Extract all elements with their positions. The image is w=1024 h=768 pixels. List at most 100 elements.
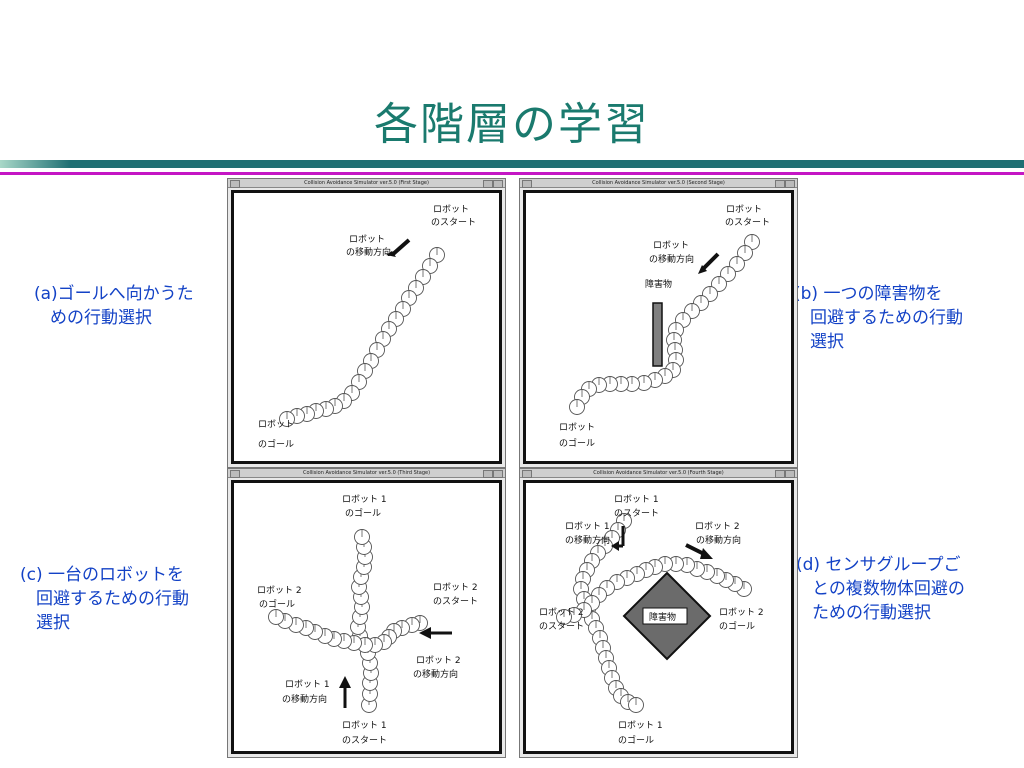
label-obstacle: 障害物	[649, 611, 676, 623]
label-robot: ロボット	[653, 240, 689, 251]
label-start: のスタート	[431, 217, 476, 228]
window-maximize-button[interactable]	[493, 180, 503, 188]
label-start: のスタート	[725, 217, 770, 228]
window-titlebar: Collision Avoidance Simulator ver.5.0 (T…	[228, 469, 505, 478]
simulator-window-third: Collision Avoidance Simulator ver.5.0 (T…	[227, 468, 506, 758]
label-robot2: ロボット 2	[416, 655, 461, 666]
window-maximize-button[interactable]	[493, 470, 503, 478]
window-minimize-button[interactable]	[483, 180, 493, 188]
simulation-canvas: 障害物 ロボット 1 のスタート ロボット 1 の移動方向 ロボット 2 の移動…	[523, 480, 794, 754]
label-goal: のゴール	[345, 507, 381, 519]
caption-d: (d) センサグループご との複数物体回避の ための行動選択	[796, 553, 965, 625]
label-robot1: ロボット 1	[614, 494, 659, 505]
window-title: Collision Avoidance Simulator ver.5.0 (T…	[302, 470, 431, 476]
label-goal: のゴール	[258, 438, 294, 450]
title-underline-cap	[0, 160, 70, 168]
robot-trajectory	[279, 247, 445, 427]
window-minimize-button[interactable]	[483, 470, 493, 478]
caption-c: (c) 一台のロボットを 回避するための行動 選択	[20, 563, 189, 635]
label-robot2: ロボット 2	[695, 521, 740, 532]
label-obstacle: 障害物	[645, 278, 672, 290]
label-start: のスタート	[433, 596, 478, 607]
label-robot2: ロボット 2	[539, 607, 584, 618]
arrow-icon	[700, 252, 720, 272]
window-title: Collision Avoidance Simulator ver.5.0 (F…	[593, 470, 724, 476]
caption-b: (b) 一つの障害物を 回避するための行動 選択	[794, 282, 963, 354]
window-titlebar: Collision Avoidance Simulator ver.5.0 (S…	[520, 179, 797, 188]
window-title: Collision Avoidance Simulator ver.5.0 (S…	[592, 180, 725, 186]
label-start: のスタート	[539, 621, 584, 632]
label-robot1: ロボット 1	[342, 720, 387, 731]
label-start: のスタート	[614, 508, 659, 519]
label-robot1: ロボット 1	[618, 720, 663, 731]
arrow-icon	[390, 238, 411, 257]
caption-a-line2: めの行動選択	[50, 308, 152, 328]
label-robot1: ロボット 1	[285, 679, 330, 690]
label-robot2: ロボット 2	[433, 582, 478, 593]
label-move-dir: の移動方向	[346, 246, 391, 258]
window-titlebar: Collision Avoidance Simulator ver.5.0 (F…	[520, 469, 797, 478]
arrow-icon	[339, 676, 351, 688]
simulation-drawing: ロボット のスタート ロボット の移動方向 障害物 ロボット のゴール	[559, 204, 770, 449]
title-underline-magenta	[0, 172, 1024, 175]
label-robot: ロボット	[559, 422, 595, 433]
simulation-drawing: ロボット のスタート ロボット の移動方向 ロボット のゴール	[258, 204, 476, 450]
caption-a-line1: (a)ゴールへ向かうた	[34, 284, 194, 304]
robot-trajectory	[556, 556, 752, 625]
robot-trajectory	[350, 529, 379, 713]
robot-trajectory	[268, 609, 428, 653]
window-title: Collision Avoidance Simulator ver.5.0 (F…	[304, 180, 429, 186]
label-robot: ロボット	[433, 204, 469, 215]
window-titlebar: Collision Avoidance Simulator ver.5.0 (F…	[228, 179, 505, 188]
caption-d-line1: (d) センサグループご	[796, 555, 961, 575]
label-move-dir: の移動方向	[413, 668, 458, 680]
label-goal: のゴール	[618, 734, 654, 746]
simulation-canvas: ロボット 1 のゴール ロボット 2 のゴール ロボット 2 のスタート ロボッ…	[231, 480, 502, 754]
window-maximize-button[interactable]	[785, 470, 795, 478]
label-goal: のゴール	[719, 620, 755, 632]
simulator-window-second: Collision Avoidance Simulator ver.5.0 (S…	[519, 178, 798, 468]
arrow-icon	[698, 265, 707, 274]
arrow-icon	[419, 627, 431, 639]
caption-c-line3: 選択	[36, 613, 70, 633]
window-menu-button[interactable]	[230, 180, 240, 188]
caption-a: (a)ゴールへ向かうた めの行動選択	[34, 282, 194, 330]
arrow-icon	[611, 541, 619, 551]
caption-b-line3: 選択	[810, 332, 844, 352]
simulation-canvas: ロボット のスタート ロボット の移動方向 障害物 ロボット のゴール	[523, 190, 794, 464]
caption-b-line1: (b) 一つの障害物を	[794, 284, 943, 304]
simulation-drawing: ロボット 1 のゴール ロボット 2 のゴール ロボット 2 のスタート ロボッ…	[257, 494, 478, 746]
label-move-dir: の移動方向	[696, 534, 741, 546]
caption-c-line2: 回避するための行動	[36, 589, 189, 609]
label-move-dir: の移動方向	[282, 693, 327, 705]
caption-c-line1: (c) 一台のロボットを	[20, 565, 185, 585]
label-goal: のゴール	[259, 598, 295, 610]
simulation-canvas: ロボット のスタート ロボット の移動方向 ロボット のゴール	[231, 190, 502, 464]
robot-trajectory	[569, 234, 760, 415]
label-robot2: ロボット 2	[719, 607, 764, 618]
arrow-icon	[700, 548, 713, 559]
simulator-window-first: Collision Avoidance Simulator ver.5.0 (F…	[227, 178, 506, 468]
window-minimize-button[interactable]	[775, 470, 785, 478]
window-menu-button[interactable]	[522, 180, 532, 188]
label-robot: ロボット	[726, 204, 762, 215]
caption-d-line3: ための行動選択	[812, 603, 931, 623]
label-start: のスタート	[342, 735, 387, 746]
slide-title: 各階層の学習	[374, 99, 650, 150]
caption-d-line2: との複数物体回避の	[812, 579, 965, 599]
simulator-window-fourth: Collision Avoidance Simulator ver.5.0 (F…	[519, 468, 798, 758]
window-menu-button[interactable]	[522, 470, 532, 478]
label-robot1: ロボット 1	[565, 521, 610, 532]
label-move-dir: の移動方向	[649, 253, 694, 265]
caption-b-line2: 回避するための行動	[810, 308, 963, 328]
simulation-drawing: 障害物 ロボット 1 のスタート ロボット 1 の移動方向 ロボット 2 の移動…	[539, 494, 764, 746]
label-robot: ロボット	[258, 419, 294, 430]
window-menu-button[interactable]	[230, 470, 240, 478]
window-maximize-button[interactable]	[785, 180, 795, 188]
label-robot1: ロボット 1	[342, 494, 387, 505]
window-minimize-button[interactable]	[775, 180, 785, 188]
label-robot2: ロボット 2	[257, 585, 302, 596]
obstacle-bar	[652, 302, 663, 367]
label-robot: ロボット	[349, 234, 385, 245]
obstacle-label-box	[642, 607, 688, 625]
